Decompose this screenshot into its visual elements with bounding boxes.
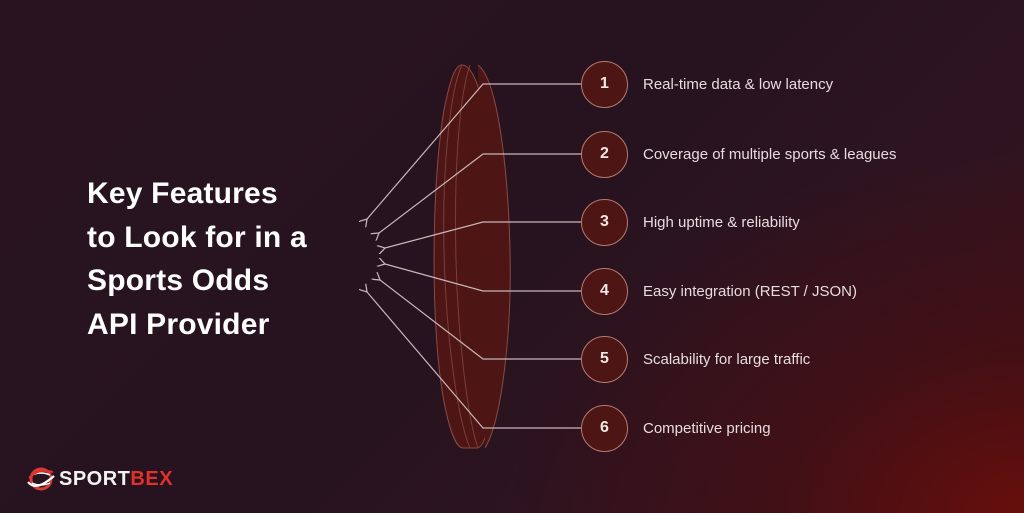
connector-2 [379, 153, 581, 233]
feature-label: High uptime & reliability [643, 213, 800, 231]
logo-wordmark: SPORTBEX [59, 467, 174, 490]
feature-number-badge: 1 [581, 60, 628, 108]
feature-label: Coverage of multiple sports & leagues [643, 145, 897, 163]
connector-6 [367, 292, 581, 429]
title-line-2: to Look for in a [87, 220, 307, 254]
feature-label: Easy integration (REST / JSON) [643, 282, 857, 300]
feature-label: Competitive pricing [643, 419, 771, 437]
feature-item-2: 2 Coverage of multiple sports & leagues [581, 129, 896, 179]
connector-5 [380, 280, 581, 360]
connector-1 [367, 83, 581, 219]
globe-swoosh-icon [27, 467, 55, 491]
feature-label: Scalability for large traffic [643, 350, 811, 368]
feature-number-badge: 6 [581, 404, 628, 452]
feature-label: Real-time data & low latency [643, 75, 834, 93]
feature-item-6: 6 Competitive pricing [581, 403, 771, 453]
title-line-4: API Provider [87, 307, 270, 341]
feature-item-1: 1 Real-time data & low latency [581, 59, 833, 109]
feature-number-badge: 3 [581, 198, 628, 246]
feature-item-5: 5 Scalability for large traffic [581, 334, 810, 384]
feature-item-4: 4 Easy integration (REST / JSON) [581, 266, 857, 316]
connector-3 [385, 221, 581, 248]
feature-number-badge: 2 [581, 130, 628, 178]
connector-4 [385, 264, 581, 292]
title-line-1: Key Features [87, 177, 278, 210]
feature-item-3: 3 High uptime & reliability [581, 197, 800, 247]
page-title: Key Features to Look for in a Sports Odd… [87, 172, 387, 346]
feature-number-badge: 4 [581, 267, 628, 315]
feature-number-badge: 5 [581, 335, 628, 383]
sportbex-logo: SPORTBEX [26, 465, 173, 493]
title-line-3: Sports Odds [87, 264, 270, 297]
lens-icon [433, 64, 511, 449]
